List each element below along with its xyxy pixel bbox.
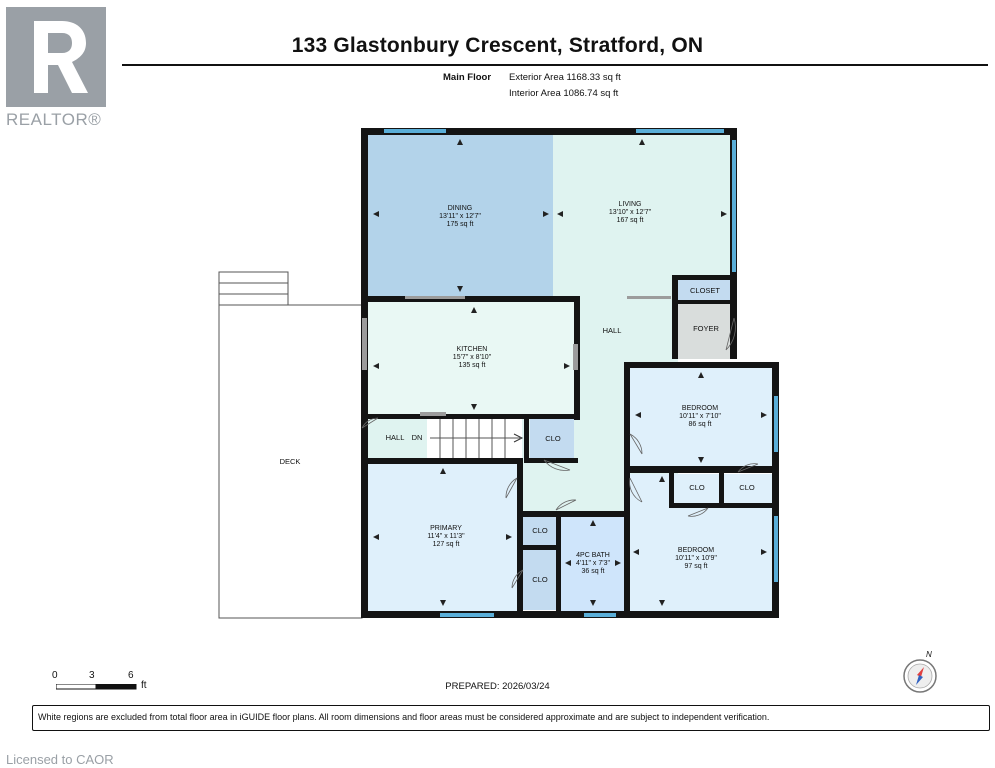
closet-top-fill	[676, 279, 734, 303]
clo-a-fill	[530, 418, 574, 460]
room-area: 135 sq ft	[458, 362, 486, 369]
small-hall-fill	[367, 416, 427, 460]
hall-label: HALL	[602, 326, 622, 335]
closet-clo-upper: CLO	[532, 526, 548, 535]
page-title: 133 Glastonbury Crescent, Stratford, ON	[291, 34, 704, 57]
room-area: 97 sq ft	[684, 563, 708, 570]
room-name: DINING	[447, 205, 473, 212]
scale-tick-6: 6	[128, 670, 134, 681]
scale-segments	[56, 684, 137, 690]
closet-clo-bed-b: CLO	[739, 483, 755, 492]
room-bedroom-lower: BEDROOM 10'11" x 10'9" 97 sq ft	[656, 547, 736, 571]
room-area: 36 sq ft	[581, 568, 605, 575]
room-living: LIVING 13'10" x 12'7" 167 sq ft	[590, 201, 670, 225]
room-name: LIVING	[618, 201, 642, 208]
room-bath: 4PC BATH 4'11" x 7'3" 36 sq ft	[563, 552, 623, 576]
floor-label: Main Floor	[443, 72, 492, 83]
kitchen-fill	[367, 302, 575, 416]
room-primary: PRIMARY 11'4" x 11'3" 127 sq ft	[406, 525, 486, 549]
room-name: 4PC BATH	[576, 552, 610, 559]
scale-bar: 0 3 6 ft	[52, 670, 162, 694]
closet-clo-bed-a: CLO	[689, 483, 705, 492]
room-area: 86 sq ft	[688, 421, 712, 428]
foyer-label: FOYER	[693, 324, 719, 333]
license-credit: Licensed to CAOR	[6, 752, 114, 767]
interior-area: Interior Area 1086.74 sq ft	[509, 88, 619, 99]
room-area: 175 sq ft	[446, 221, 474, 228]
deck-steps	[218, 271, 289, 306]
disclaimer-box	[32, 705, 990, 731]
deck-label: DECK	[279, 457, 301, 466]
compass-icon	[903, 659, 937, 693]
foyer-fill	[676, 303, 734, 359]
stairs-down-label: DN	[411, 433, 423, 442]
hall-fill-2	[578, 296, 678, 366]
compass: N	[900, 650, 940, 694]
room-name: BEDROOM	[677, 547, 715, 554]
hall-label-small: HALL	[385, 433, 405, 442]
scale-unit: ft	[141, 680, 147, 691]
deck	[218, 304, 363, 619]
title-divider	[122, 64, 988, 66]
room-dims: 4'11" x 7'3"	[576, 560, 610, 567]
realtor-logo	[6, 7, 106, 107]
clo-e-fill	[523, 550, 557, 610]
room-area: 127 sq ft	[432, 541, 460, 548]
scale-tick-0: 0	[52, 670, 58, 681]
scale-tick-3: 3	[89, 670, 95, 681]
dining-fill	[367, 133, 553, 299]
room-name: PRIMARY	[430, 525, 462, 532]
room-name: KITCHEN	[456, 346, 488, 353]
closet-clo-lower: CLO	[532, 575, 548, 584]
room-dims: 15'7" x 8'10"	[452, 354, 492, 361]
room-kitchen: KITCHEN 15'7" x 8'10" 135 sq ft	[432, 346, 512, 370]
compass-north-label: N	[926, 650, 932, 659]
exterior-area: Exterior Area 1168.33 sq ft	[509, 72, 621, 83]
primary-fill	[367, 464, 517, 612]
bedroom2-fill	[628, 474, 772, 612]
room-dims: 10'11" x 10'9"	[675, 555, 717, 562]
realtor-wordmark: REALTOR®	[6, 110, 102, 129]
room-dims: 10'11" x 7'10"	[679, 413, 721, 420]
room-dims: 13'10" x 12'7"	[608, 209, 652, 216]
room-dims: 13'11" x 12'7"	[439, 213, 481, 220]
room-bedroom-upper: BEDROOM 10'11" x 7'10" 86 sq ft	[660, 405, 740, 429]
bedroom1-fill	[630, 368, 772, 468]
room-area: 167 sq ft	[616, 217, 644, 224]
prepared-date: PREPARED: 2026/03/24	[445, 681, 550, 692]
living-fill	[553, 133, 734, 299]
disclaimer-text: White regions are excluded from total fl…	[38, 712, 770, 722]
room-dining: DINING 13'11" x 12'7" 175 sq ft	[420, 205, 500, 229]
room-dims: 11'4" x 11'3"	[427, 533, 465, 540]
room-name: BEDROOM	[681, 405, 719, 412]
closet-label: CLOSET	[689, 286, 720, 295]
clo-d-fill	[523, 516, 557, 546]
closet-clo-kitchen: CLO	[545, 434, 561, 443]
